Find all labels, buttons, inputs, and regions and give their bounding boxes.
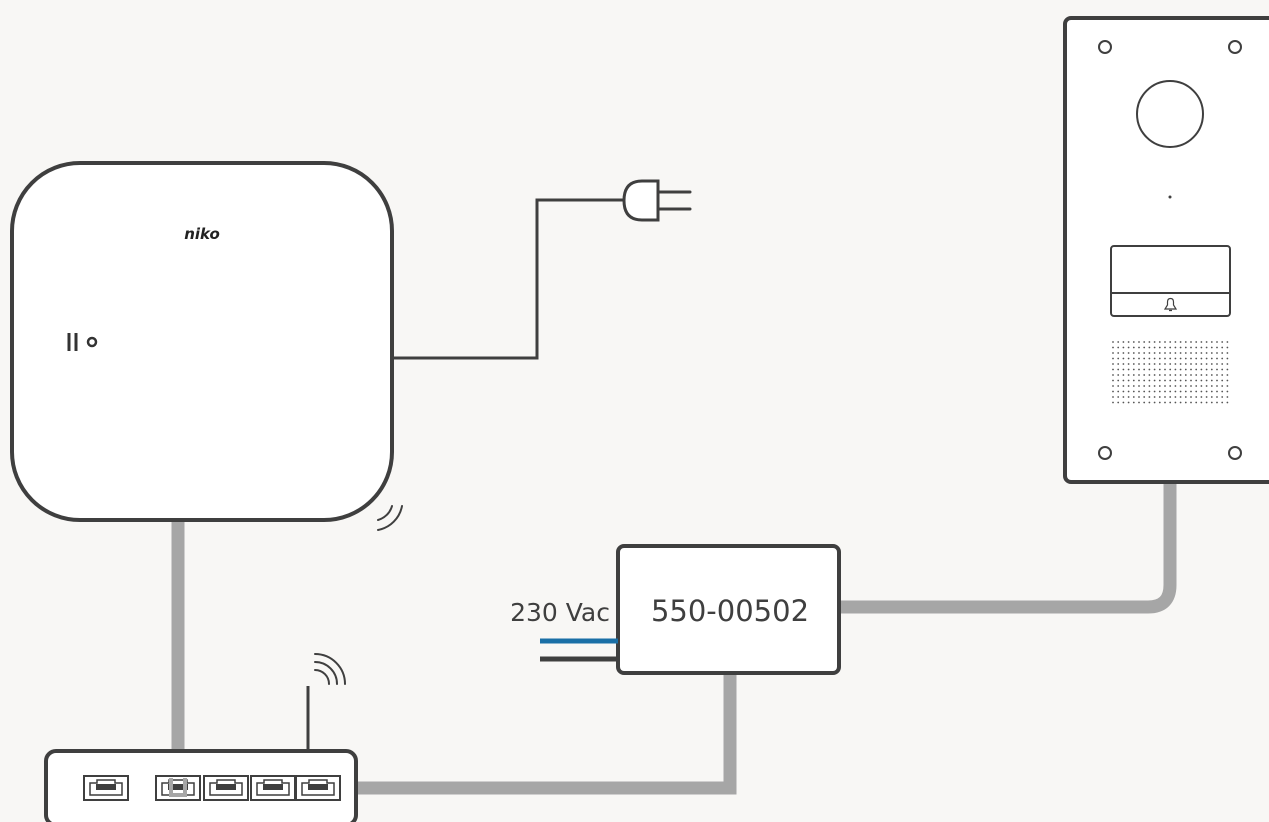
power-supply-device: 550-00502 230 Vac bbox=[510, 544, 841, 675]
door-station-call-button bbox=[1110, 245, 1231, 317]
bell-icon bbox=[1163, 297, 1178, 312]
hub-device: niko bbox=[10, 161, 403, 531]
power-plug-icon bbox=[622, 179, 692, 222]
hub-body bbox=[10, 161, 394, 522]
network-cables bbox=[171, 482, 1177, 795]
router-ports bbox=[83, 775, 341, 801]
ethernet-port-3 bbox=[203, 775, 249, 801]
ethernet-port-1 bbox=[83, 775, 129, 801]
mains-voltage-label: 230 Vac bbox=[510, 598, 610, 627]
ethernet-port-4 bbox=[250, 775, 296, 801]
router-to-psu-cable bbox=[318, 672, 737, 795]
door-station-microphone bbox=[1168, 195, 1172, 199]
hub-wireless-icon bbox=[377, 505, 403, 531]
power-supply-model-label: 550-00502 bbox=[651, 594, 809, 628]
router-device bbox=[44, 653, 358, 822]
door-station-device bbox=[1063, 16, 1269, 484]
door-station-camera-lens bbox=[1136, 80, 1204, 148]
door-station-screw-top-right bbox=[1228, 40, 1242, 54]
door-station-screw-bottom-right bbox=[1228, 446, 1242, 460]
door-station-body bbox=[1063, 16, 1269, 484]
power-supply-body bbox=[616, 544, 841, 675]
router-wireless-icon bbox=[314, 653, 346, 685]
ethernet-port-5 bbox=[295, 775, 341, 801]
psu-to-doorstation-cable bbox=[838, 482, 1177, 614]
door-station-screw-bottom-left bbox=[1098, 446, 1112, 460]
router-cable-plug-1 bbox=[169, 778, 187, 797]
door-station-speaker-grille bbox=[1112, 341, 1229, 404]
hub-brand-logo: niko bbox=[184, 225, 220, 243]
hub-power-cord bbox=[392, 198, 624, 360]
door-station-screw-top-left bbox=[1098, 40, 1112, 54]
hub-status-led-icon bbox=[67, 333, 98, 351]
